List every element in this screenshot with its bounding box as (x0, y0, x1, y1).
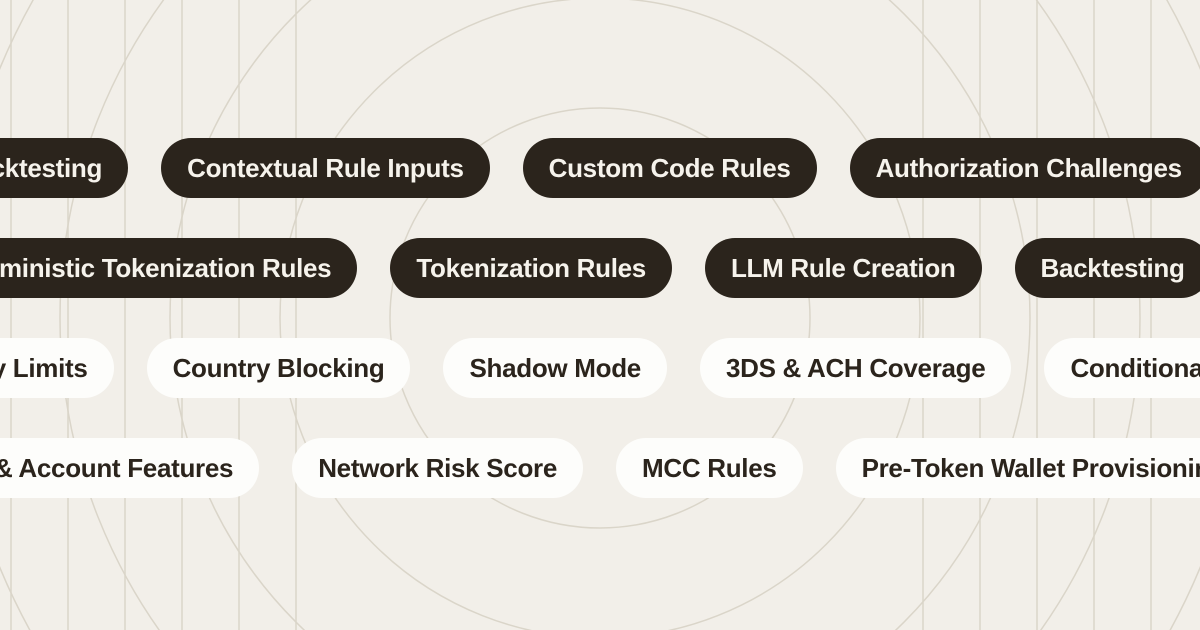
pill-row-1: Backtesting Contextual Rule Inputs Custo… (0, 138, 1200, 198)
feature-pill-contextual-rule-inputs: Contextual Rule Inputs (161, 138, 490, 198)
feature-pill-custom-code-rules: Custom Code Rules (522, 138, 817, 198)
pill-row-3: Velocity Limits Country Blocking Shadow … (0, 338, 1200, 398)
feature-pill-deterministic-tokenization-rules: Deterministic Tokenization Rules (0, 238, 358, 298)
feature-pill-velocity-limits: Velocity Limits (0, 338, 114, 398)
feature-pill-card-account-features: Card & Account Features (0, 438, 260, 498)
feature-pill-shadow-mode: Shadow Mode (443, 338, 667, 398)
feature-pill-authorization-challenges: Authorization Challenges (849, 138, 1200, 198)
feature-pill-tokenization-rules: Tokenization Rules (390, 238, 672, 298)
feature-pill-3ds-ach-coverage: 3DS & ACH Coverage (699, 338, 1012, 398)
feature-pill-backtesting-2: Backtesting (1014, 238, 1200, 298)
feature-pill-country-blocking: Country Blocking (146, 338, 411, 398)
feature-pill-mcc-rules: MCC Rules (616, 438, 803, 498)
pill-row-4: Card & Account Features Network Risk Sco… (0, 438, 1200, 498)
feature-pill-network-risk-score: Network Risk Score (292, 438, 584, 498)
pill-row-2: Deterministic Tokenization Rules Tokeniz… (0, 238, 1200, 298)
feature-pill-pre-token-wallet-provisioning: Pre-Token Wallet Provisioning (835, 438, 1200, 498)
feature-pill-conditional-rules: Conditional Rules (1044, 338, 1200, 398)
feature-pill-llm-rule-creation: LLM Rule Creation (704, 238, 982, 298)
feature-pill-backtesting: Backtesting (0, 138, 129, 198)
